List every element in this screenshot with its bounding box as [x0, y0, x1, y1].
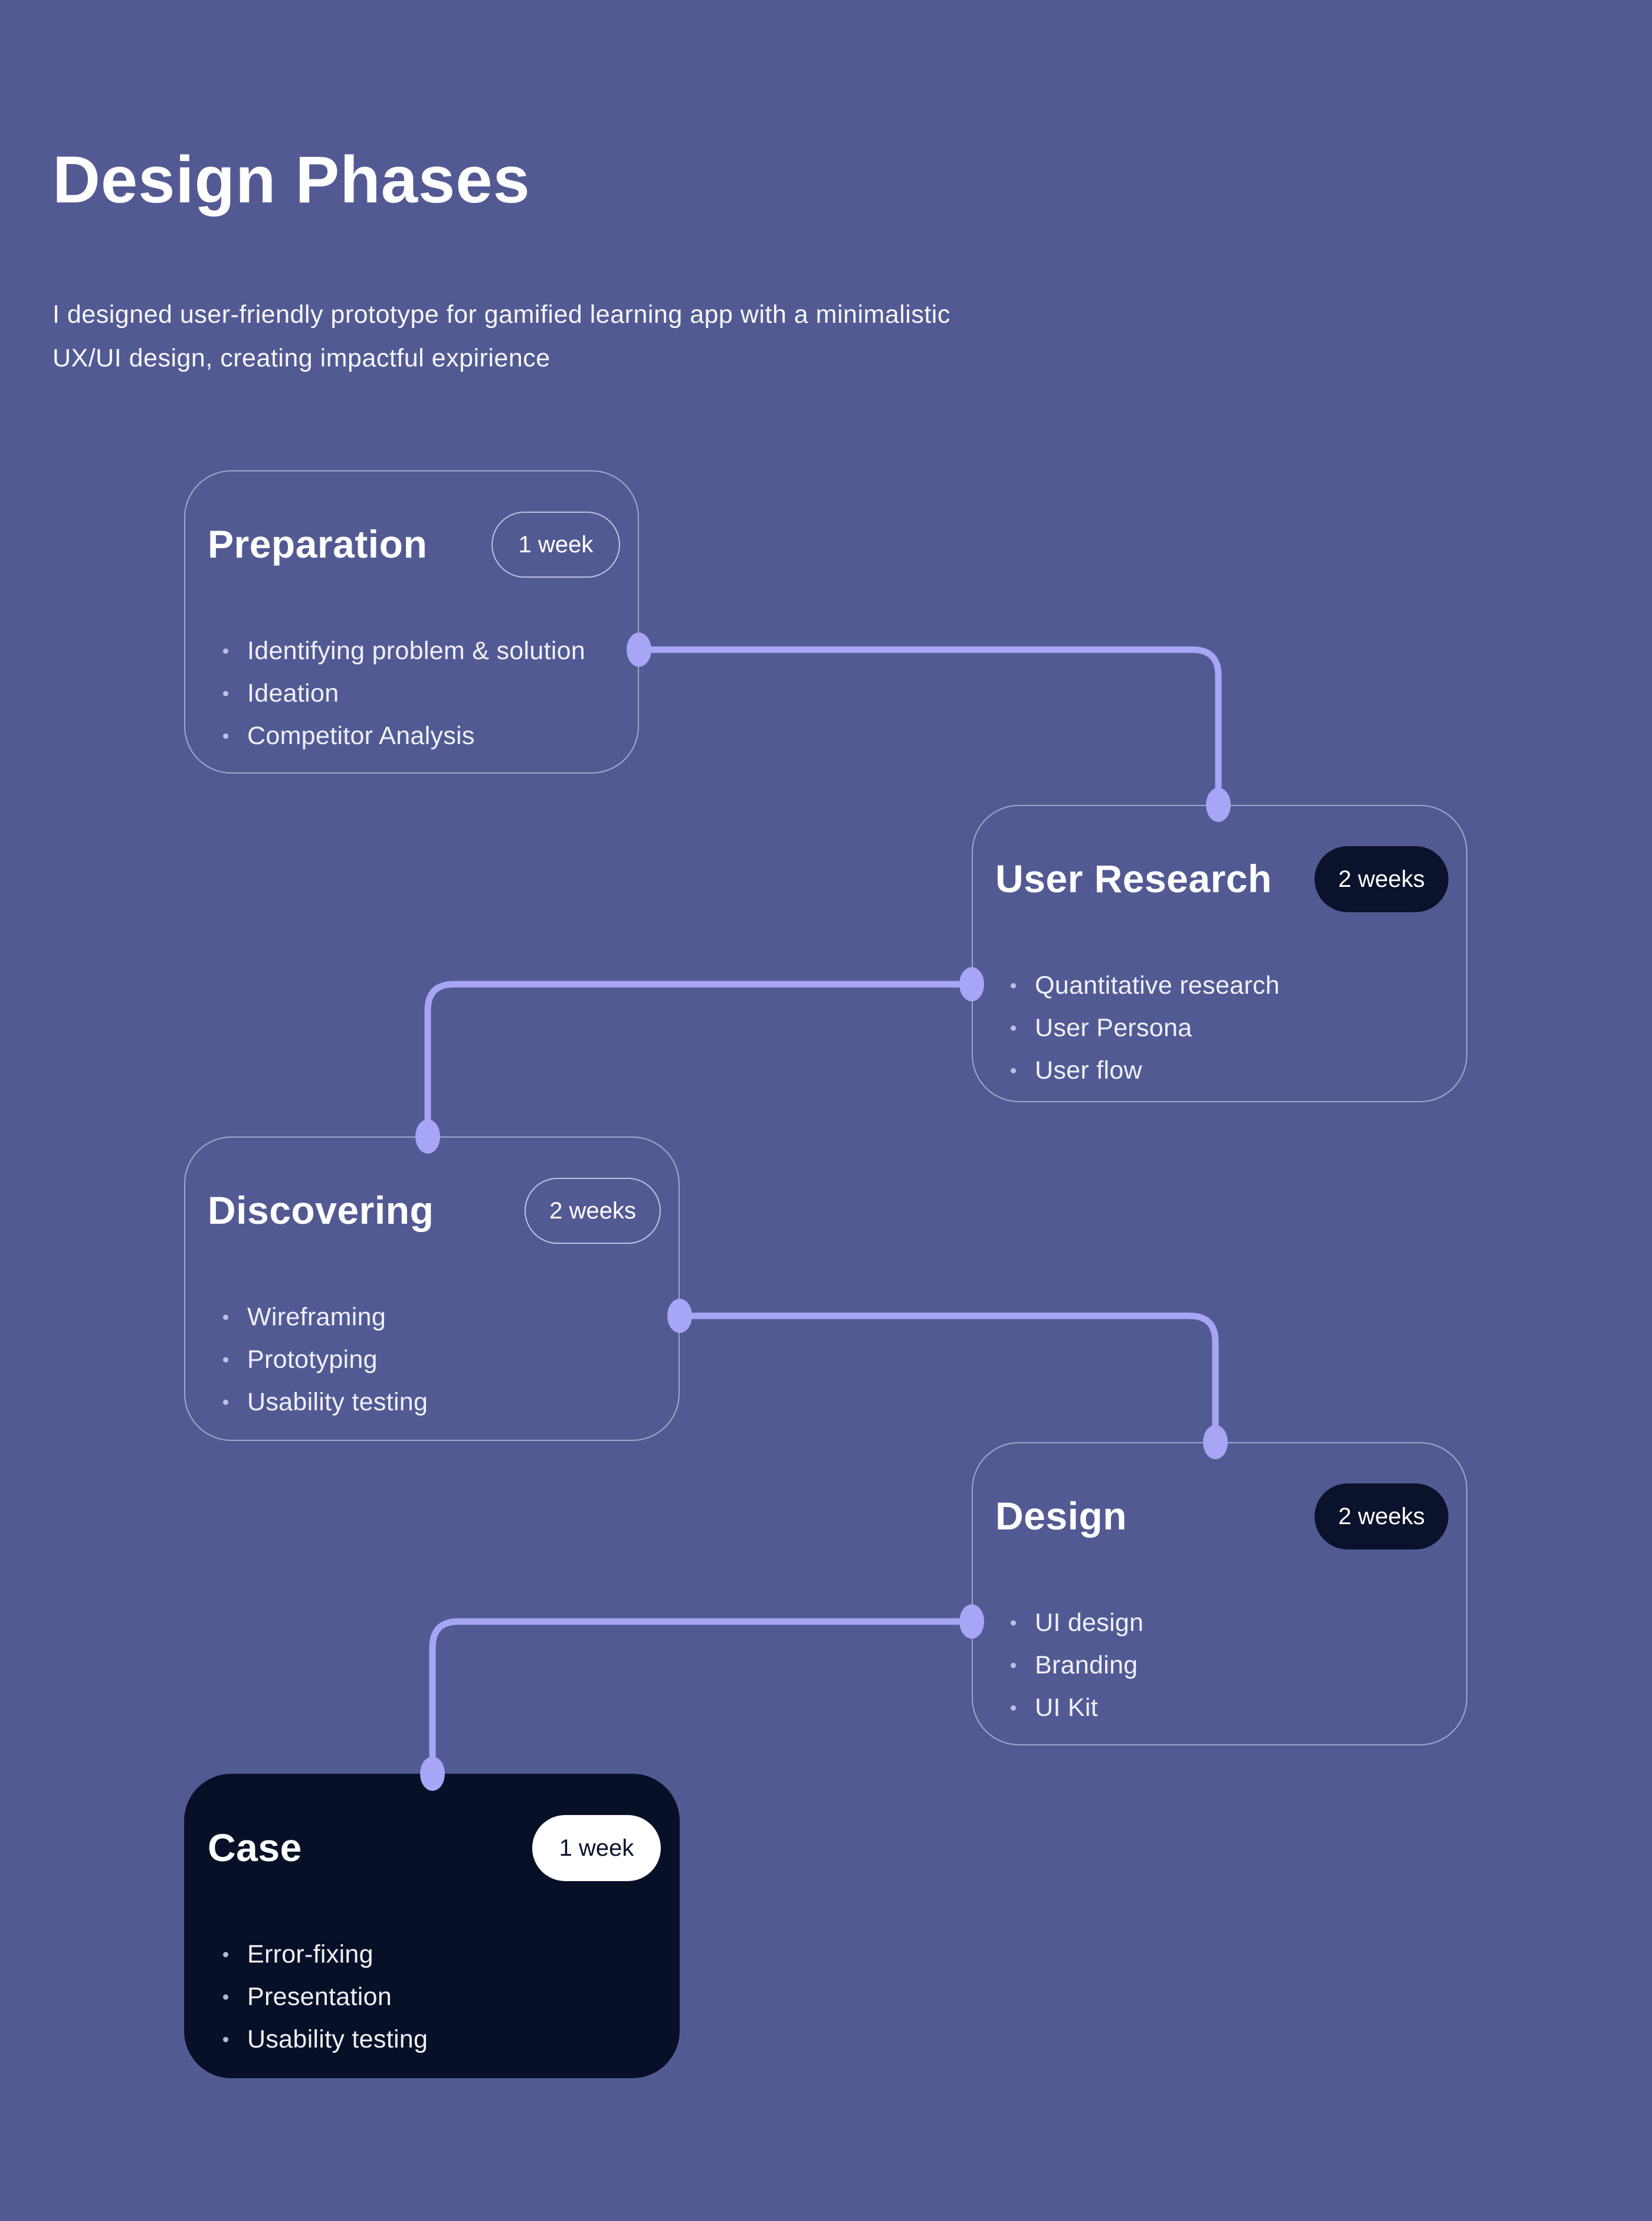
bullet-dot-icon	[1011, 1705, 1016, 1711]
bullet-dot-icon	[223, 690, 228, 696]
card-header: User Research 2 weeks	[973, 806, 1466, 912]
list-item: Error-fixing	[185, 1933, 678, 1976]
bullet-dot-icon	[223, 1951, 228, 1957]
list-item: Usability testing	[185, 2018, 678, 2061]
bullet-dot-icon	[223, 1399, 228, 1405]
card-header: Design 2 weeks	[973, 1443, 1466, 1550]
phase-item-list: Quantitative research User Persona User …	[973, 964, 1466, 1092]
card-header: Preparation 1 week	[185, 471, 638, 578]
duration-badge: 2 weeks	[1315, 846, 1448, 912]
page-subtitle: I designed user-friendly prototype for g…	[53, 293, 950, 380]
page-title: Design Phases	[53, 143, 530, 217]
connector-preparation-to-user-research	[639, 646, 1222, 805]
duration-badge: 2 weeks	[1315, 1483, 1448, 1550]
card-header: Case 1 week	[185, 1775, 678, 1881]
phase-title: Preparation	[208, 522, 428, 566]
phase-title: Design	[995, 1494, 1127, 1538]
bullet-dot-icon	[223, 1357, 228, 1362]
bullet-dot-icon	[1011, 1620, 1016, 1626]
bullet-dot-icon	[1011, 1025, 1016, 1031]
phase-card-user-research: User Research 2 weeks Quantitative resea…	[972, 805, 1467, 1102]
duration-badge: 1 week	[532, 1815, 661, 1881]
bullet-dot-icon	[223, 1994, 228, 2000]
connector-user-research-to-discovering	[424, 981, 972, 1136]
phase-item-list: Identifying problem & solution Ideation …	[185, 630, 638, 757]
connector-discovering-to-design	[680, 1312, 1219, 1442]
phase-card-design: Design 2 weeks UI design Branding UI Kit	[972, 1442, 1467, 1745]
list-item: UI Kit	[973, 1686, 1466, 1729]
phase-item-list: Error-fixing Presentation Usability test…	[185, 1933, 678, 2061]
list-item: Quantitative research	[973, 964, 1466, 1007]
card-header: Discovering 2 weeks	[185, 1138, 678, 1244]
phase-card-case: Case 1 week Error-fixing Presentation Us…	[184, 1774, 680, 2078]
list-item: Ideation	[185, 672, 638, 715]
list-item: Identifying problem & solution	[185, 630, 638, 672]
bullet-dot-icon	[223, 648, 228, 654]
phase-item-list: Wireframing Prototyping Usability testin…	[185, 1296, 678, 1423]
bullet-dot-icon	[223, 1314, 228, 1320]
phase-card-preparation: Preparation 1 week Identifying problem &…	[184, 470, 639, 774]
phase-title: Discovering	[208, 1188, 434, 1233]
bullet-dot-icon	[223, 2036, 228, 2042]
list-item: Presentation	[185, 1976, 678, 2018]
list-item: Wireframing	[185, 1296, 678, 1338]
list-item: User flow	[973, 1049, 1466, 1092]
phase-card-discovering: Discovering 2 weeks Wireframing Prototyp…	[184, 1136, 680, 1441]
bullet-dot-icon	[223, 733, 228, 739]
bullet-dot-icon	[1011, 982, 1016, 988]
list-item: Usability testing	[185, 1381, 678, 1423]
list-item: UI design	[973, 1601, 1466, 1644]
phase-title: User Research	[995, 857, 1272, 901]
phase-title: Case	[208, 1826, 302, 1870]
duration-badge: 2 weeks	[525, 1178, 661, 1244]
bullet-dot-icon	[1011, 1067, 1016, 1073]
list-item: Competitor Analysis	[185, 715, 638, 757]
phase-item-list: UI design Branding UI Kit	[973, 1601, 1466, 1729]
list-item: User Persona	[973, 1007, 1466, 1049]
bullet-dot-icon	[1011, 1662, 1016, 1668]
list-item: Branding	[973, 1644, 1466, 1686]
page-subtitle-line-2: UX/UI design, creating impactful expirie…	[53, 344, 550, 372]
duration-badge: 1 week	[491, 512, 620, 578]
connector-design-to-case	[429, 1618, 972, 1774]
list-item: Prototyping	[185, 1338, 678, 1381]
page-subtitle-line-1: I designed user-friendly prototype for g…	[53, 300, 950, 329]
